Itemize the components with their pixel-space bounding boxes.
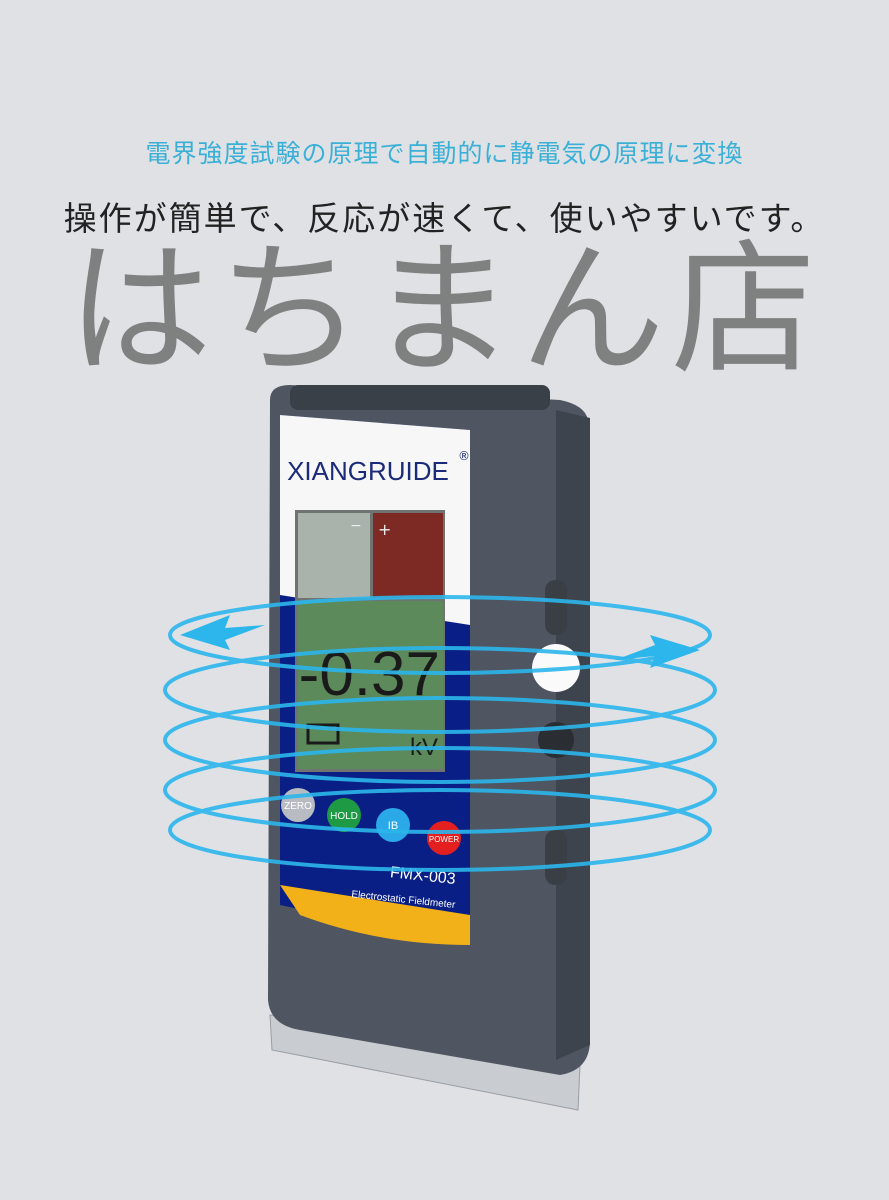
svg-text:ZERO: ZERO — [284, 801, 312, 812]
side-switch — [545, 830, 567, 885]
hold-button[interactable]: HOLD — [327, 798, 361, 832]
watermark: はちまん店 — [67, 226, 822, 395]
registered-mark: ® — [458, 449, 470, 463]
minus-sign: − — [350, 518, 362, 534]
battery-icon — [306, 723, 340, 745]
power-button[interactable]: POWER — [427, 821, 461, 855]
headline: 操作が簡単で、反応が速くて、使いやすいです。 — [63, 199, 826, 238]
ib-button[interactable]: IB — [376, 808, 410, 842]
lcd-main — [298, 601, 443, 769]
rotation-arrow-icon — [615, 635, 700, 668]
device-top — [290, 385, 550, 410]
subtitle: 電界強度試験の原理で自動的に静電気の原理に変換 — [145, 139, 744, 168]
rotation-arrow-icon — [180, 615, 265, 650]
side-jack — [538, 722, 574, 758]
side-button — [545, 580, 567, 635]
svg-text:POWER: POWER — [429, 835, 459, 844]
lcd-minus-area — [298, 513, 370, 598]
plus-sign: + — [378, 520, 391, 539]
brand-logo: XIANGRUIDE — [287, 456, 449, 486]
field-rings — [163, 595, 717, 872]
yellow-strip — [280, 885, 470, 945]
lcd-plus-area — [373, 513, 443, 598]
svg-text:HOLD: HOLD — [330, 811, 358, 822]
svg-text:IB: IB — [388, 820, 398, 832]
